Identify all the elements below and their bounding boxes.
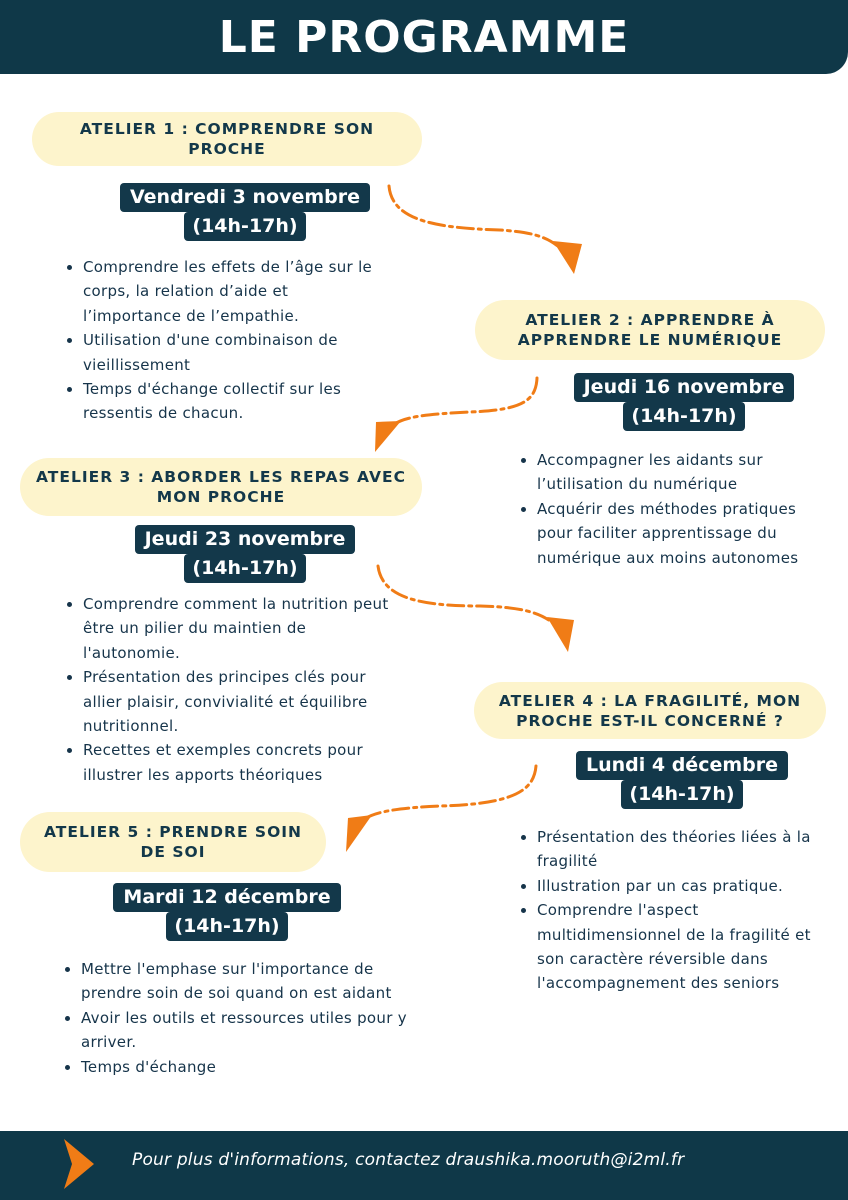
list-item: Temps d'échange — [63, 1055, 435, 1079]
arrow-4-to-5 — [358, 764, 538, 824]
atelier-1-hours: (14h-17h) — [184, 212, 306, 241]
atelier-5-schedule: Mardi 12 décembre (14h-17h) — [110, 883, 344, 941]
atelier-3-schedule: Jeudi 23 novembre (14h-17h) — [125, 525, 365, 583]
chevron-right-icon — [64, 1139, 94, 1189]
atelier-3-hours: (14h-17h) — [184, 554, 306, 583]
list-item: Utilisation d'une combinaison de vieilli… — [65, 328, 385, 377]
list-item: Recettes et exemples concrets pour illus… — [65, 738, 395, 787]
list-item: Avoir les outils et ressources utiles po… — [63, 1006, 435, 1055]
list-item: Illustration par un cas pratique. — [519, 874, 837, 898]
atelier-4-title-text: ATELIER 4 : LA FRAGILITÉ, MON PROCHE EST… — [498, 691, 802, 730]
list-item: Comprendre l'aspect multidimensionnel de… — [519, 898, 837, 996]
atelier-1-date: Vendredi 3 novembre — [120, 183, 371, 212]
list-item: Accompagner les aidants sur l’utilisatio… — [519, 448, 819, 497]
atelier-4-list: Présentation des théories liées à la fra… — [519, 825, 837, 996]
atelier-2-schedule: Jeudi 16 novembre (14h-17h) — [570, 373, 798, 431]
list-item: Mettre l'emphase sur l'importance de pre… — [63, 957, 435, 1006]
atelier-2-list: Accompagner les aidants sur l’utilisatio… — [519, 448, 819, 570]
arrow-2-to-3 — [388, 376, 539, 430]
atelier-4-schedule: Lundi 4 décembre (14h-17h) — [566, 751, 798, 809]
atelier-1-title: ATELIER 1 : COMPRENDRE SON PROCHE — [32, 112, 422, 166]
atelier-2-hours: (14h-17h) — [623, 402, 745, 431]
atelier-5-title-text: ATELIER 5 : PRENDRE SOIN DE SOI — [44, 823, 303, 861]
page-footer: Pour plus d'informations, contactez drau… — [0, 1131, 848, 1200]
arrowhead-1 — [553, 241, 582, 274]
page-title: LE PROGRAMME — [218, 11, 630, 63]
atelier-3-list: Comprendre comment la nutrition peut êtr… — [65, 592, 395, 787]
atelier-3-title-text: ATELIER 3 : ABORDER LES REPAS AVEC MON P… — [36, 468, 406, 506]
page-header: LE PROGRAMME — [0, 0, 848, 74]
list-item: Comprendre les effets de l’âge sur le co… — [65, 255, 385, 328]
list-item: Acquérir des méthodes pratiques pour fac… — [519, 497, 819, 570]
atelier-1-schedule: Vendredi 3 novembre (14h-17h) — [120, 183, 371, 241]
atelier-5-title: ATELIER 5 : PRENDRE SOIN DE SOI — [20, 812, 326, 872]
atelier-5-date: Mardi 12 décembre — [113, 883, 341, 912]
atelier-2-date: Jeudi 16 novembre — [573, 373, 795, 402]
atelier-3-title: ATELIER 3 : ABORDER LES REPAS AVEC MON P… — [20, 458, 422, 516]
atelier-2-title-text: ATELIER 2 : APPRENDRE À APPRENDRE LE NUM… — [517, 311, 783, 349]
list-item: Présentation des principes clés pour all… — [65, 665, 395, 738]
atelier-4-title: ATELIER 4 : LA FRAGILITÉ, MON PROCHE EST… — [474, 682, 826, 739]
atelier-2-title: ATELIER 2 : APPRENDRE À APPRENDRE LE NUM… — [475, 300, 825, 360]
atelier-3-date: Jeudi 23 novembre — [134, 525, 356, 554]
arrow-1-to-2 — [387, 184, 564, 252]
contact-text: Pour plus d'informations, contactez drau… — [132, 1150, 685, 1170]
arrow-3-to-4 — [376, 564, 558, 628]
atelier-4-hours: (14h-17h) — [621, 780, 743, 809]
atelier-1-list: Comprendre les effets de l’âge sur le co… — [65, 255, 385, 426]
atelier-1-title-text: ATELIER 1 : COMPRENDRE SON PROCHE — [79, 120, 375, 158]
atelier-4-date: Lundi 4 décembre — [575, 751, 788, 780]
list-item: Temps d'échange collectif sur les ressen… — [65, 377, 385, 426]
list-item: Présentation des théories liées à la fra… — [519, 825, 837, 874]
atelier-5-hours: (14h-17h) — [166, 912, 288, 941]
atelier-5-list: Mettre l'emphase sur l'importance de pre… — [63, 957, 435, 1079]
arrowhead-2 — [375, 421, 401, 452]
arrowhead-3 — [547, 617, 574, 652]
list-item: Comprendre comment la nutrition peut êtr… — [65, 592, 395, 665]
arrowhead-4 — [346, 815, 372, 852]
